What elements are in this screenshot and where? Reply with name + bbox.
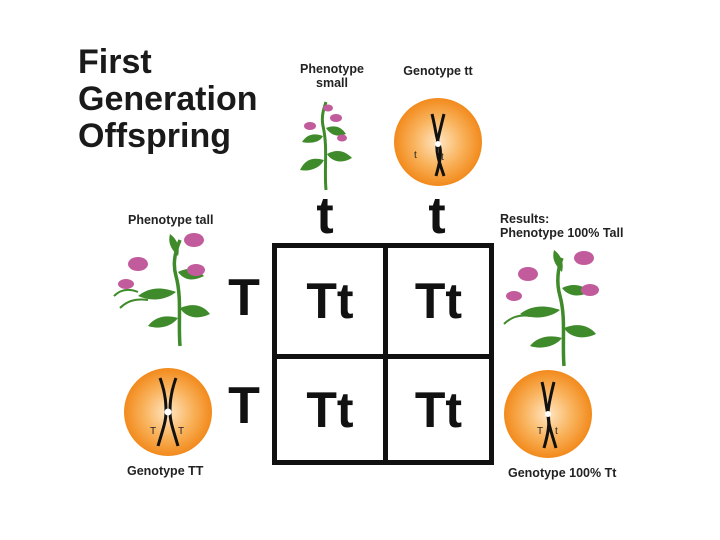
punnett-cell: Tt [306, 381, 354, 438]
TT-letter-right: T [178, 426, 185, 437]
tall-phenotype-label: Phenotype tall [128, 213, 214, 227]
tall-genotype-label: Genotype TT [127, 464, 204, 478]
punnett-cell: Tt [306, 273, 354, 329]
tt-letter-right: t [441, 152, 444, 163]
Tt-letter-right: t [555, 426, 558, 437]
punnett-cell: Tt [414, 381, 463, 438]
results-heading: Results: [500, 212, 550, 226]
row-allele-1: T [228, 269, 260, 327]
results-phenotype-label: Phenotype 100% Tall [500, 226, 624, 240]
chromosome-Tt-icon [504, 370, 592, 458]
result-plant-icon [503, 250, 599, 367]
small-plant-icon [300, 101, 352, 191]
title-line-3: Offspring [78, 117, 231, 155]
row-allele-2: T [228, 377, 260, 435]
results-genotype-label: Genotype 100% Tt [508, 466, 617, 480]
column-allele-2: t [428, 187, 446, 245]
punnett-cell: Tt [414, 273, 463, 329]
punnett-square: Tt Tt Tt Tt [272, 243, 494, 465]
chromosome-TT-icon [124, 368, 212, 456]
tt-letter-left: t [414, 150, 417, 161]
chromosome-tt-icon [394, 98, 482, 186]
title-line-1: First [78, 43, 152, 81]
grid-divider-horizontal [277, 354, 489, 359]
tall-plant-icon [113, 233, 210, 347]
page-title: First Generation Offspring [78, 44, 257, 155]
TT-letter-left: T [150, 426, 157, 437]
small-genotype-label: Genotype tt [403, 64, 473, 78]
title-line-2: Generation [78, 80, 258, 118]
small-phenotype-label: Phenotype small [300, 62, 364, 90]
Tt-letter-left: T [537, 426, 544, 437]
column-allele-1: t [316, 187, 334, 245]
